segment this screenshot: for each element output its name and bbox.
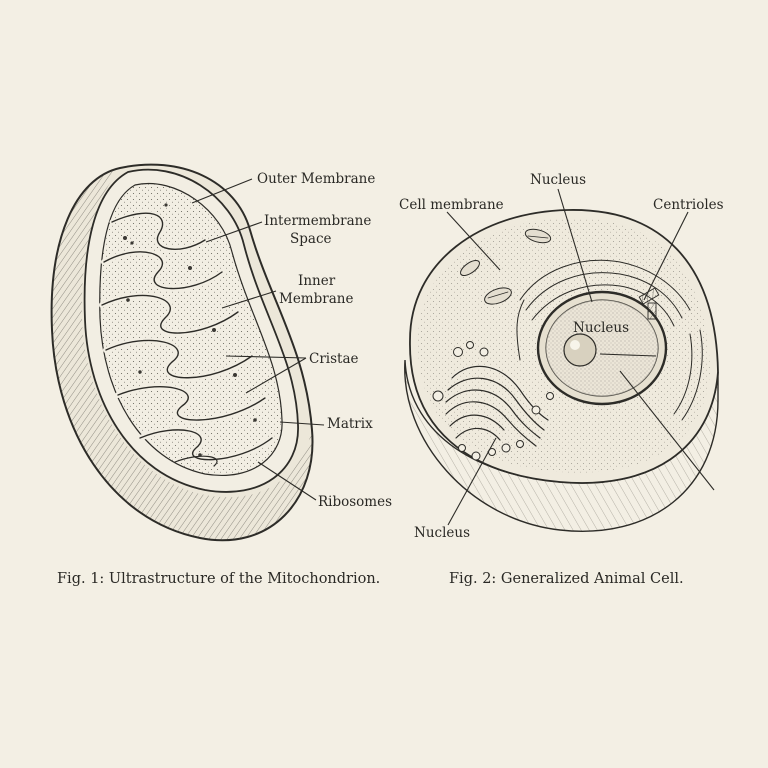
cell-nucleus	[536, 290, 668, 406]
mitochondrion-leader-lines	[191, 178, 325, 501]
label-nucleus-top: Nucleus	[530, 172, 586, 188]
label-inner-membrane-line1: Inner	[298, 273, 336, 289]
mitochondrion-ribosomes	[123, 203, 257, 457]
label-inner-membrane-line2: Membrane	[279, 291, 353, 307]
caption-fig2-number: Fig. 2:	[449, 571, 496, 587]
label-ribosomes: Ribosomes	[318, 494, 392, 510]
mitochondrion-figure	[50, 163, 314, 542]
caption-fig2-text: Generalized Animal Cell.	[496, 571, 683, 587]
label-cristae: Cristae	[309, 351, 359, 367]
label-nucleus-bottom: Nucleus	[414, 525, 470, 541]
caption-fig1: Fig. 1: Ultrastructure of the Mitochondr…	[57, 571, 380, 587]
caption-fig1-text: Ultrastructure of the Mitochondrion.	[104, 571, 380, 587]
mitochondrion-side-wall	[51, 168, 313, 541]
label-matrix: Matrix	[327, 416, 373, 432]
label-nucleus-inner: Nucleus	[573, 320, 629, 336]
caption-fig2: Fig. 2: Generalized Animal Cell.	[449, 571, 684, 587]
cell-golgi-apparatus	[445, 364, 550, 447]
label-intermembrane-space-line2: Space	[290, 231, 332, 247]
cell-mitochondria	[460, 228, 552, 305]
label-centrioles: Centrioles	[653, 197, 724, 213]
mitochondrion-cristae	[99, 210, 275, 467]
label-cell-membrane: Cell membrane	[399, 197, 504, 213]
label-outer-membrane: Outer Membrane	[257, 171, 375, 187]
cell-endoplasmic-reticulum	[516, 259, 703, 421]
cell-leader-lines	[446, 188, 715, 526]
animal-cell-figure	[404, 209, 719, 532]
caption-fig1-number: Fig. 1:	[57, 571, 104, 587]
label-intermembrane-space-line1: Intermembrane	[264, 213, 371, 229]
nucleolus	[563, 333, 597, 367]
cell-vesicles	[432, 341, 554, 461]
